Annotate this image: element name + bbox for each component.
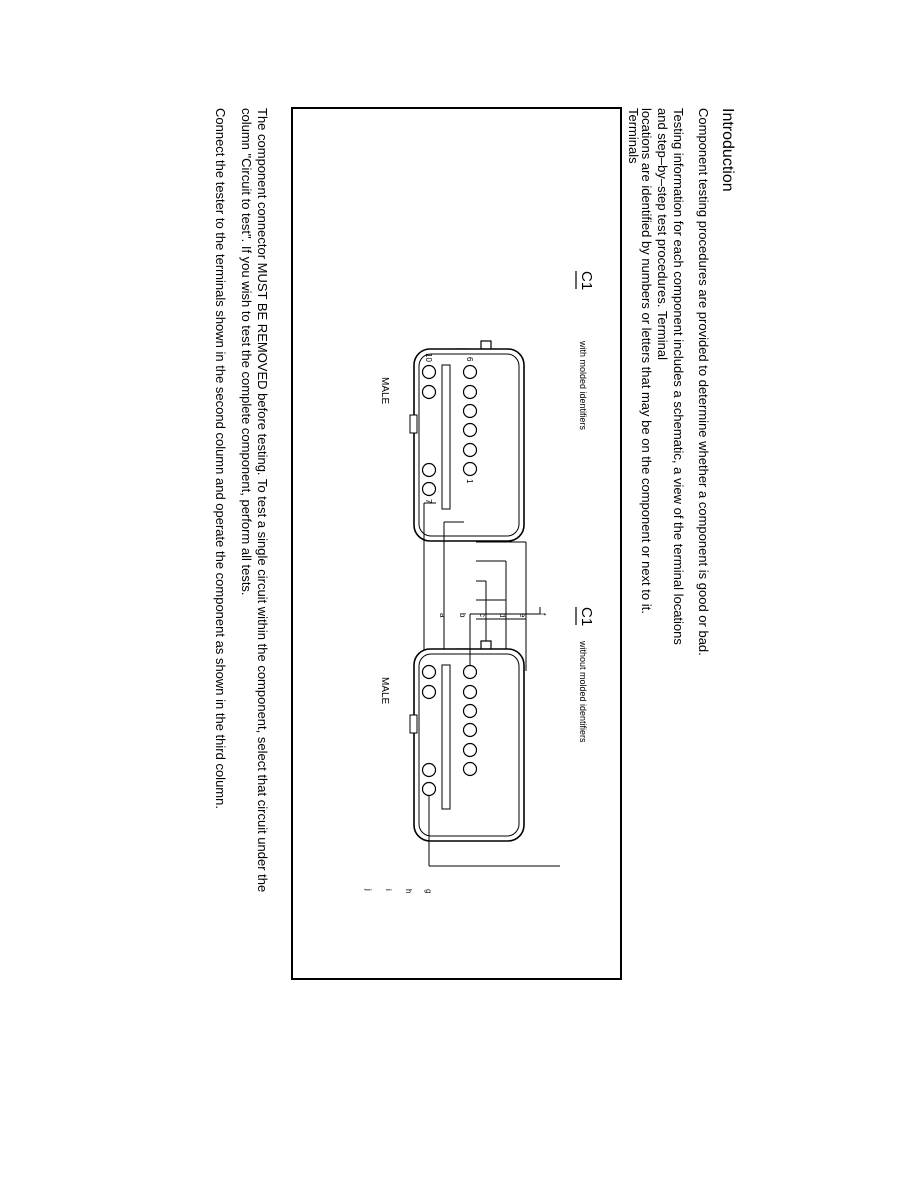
letter-j: j — [364, 888, 373, 891]
tester-note: Connect the tester to the terminals show… — [213, 108, 228, 809]
pin-1 — [462, 461, 478, 477]
caption-without-identifiers: without molded identifiers — [578, 640, 588, 743]
divider-bar — [441, 364, 451, 510]
pin-9 — [421, 384, 437, 400]
page-title: Introduction — [719, 108, 736, 192]
pin-h — [421, 762, 437, 778]
letter-h: h — [404, 889, 413, 893]
pin-10 — [421, 364, 437, 380]
pin-leaders — [428, 607, 560, 867]
removal-note-line-2: column "Circuit to test". If you wish to… — [239, 108, 254, 596]
pin-e — [462, 684, 478, 700]
testing-info-paragraph: Testing information for each component i… — [638, 108, 686, 668]
pin-row-top — [462, 664, 478, 777]
connector-inner-wall — [418, 353, 520, 537]
pin-5 — [462, 384, 478, 400]
terminals-figure-box: C1 with molded identifiers — [291, 107, 622, 980]
mark-6: 6 — [465, 357, 474, 362]
pin-7 — [421, 481, 437, 497]
pin-2 — [462, 442, 478, 458]
pin-b — [462, 742, 478, 758]
removal-note-line-1: The component connector MUST BE REMOVED … — [255, 108, 270, 893]
pin-c — [462, 722, 478, 738]
c1-label-left: C1 — [578, 271, 595, 290]
pin-g — [421, 781, 437, 797]
pin-i — [421, 684, 437, 700]
caption-with-identifiers: with molded identifiers — [578, 340, 588, 431]
pin-4 — [462, 403, 478, 419]
polarity-key — [409, 714, 418, 734]
pin-d — [462, 703, 478, 719]
pin-f — [462, 664, 478, 680]
pin-row-top — [462, 364, 478, 477]
mark-7: 7 — [424, 499, 433, 504]
terminals-heading: Terminals — [626, 108, 641, 164]
connector-with-identifiers: C1 with molded identifiers — [379, 271, 595, 542]
connector-diagrams: C1 with molded identifiers — [364, 271, 595, 893]
letter-g: g — [424, 889, 433, 893]
mark-1: 1 — [465, 479, 474, 484]
connector-inner-wall — [418, 653, 520, 837]
testing-info-line-2: locations are identified by numbers or l… — [639, 108, 654, 614]
letter-e: e — [518, 613, 527, 618]
removal-note: The component connector MUST BE REMOVED … — [238, 108, 270, 1118]
pin-6 — [462, 364, 478, 380]
gender-label-right: MALE — [379, 677, 390, 705]
pin-j — [421, 664, 437, 680]
letter-b: b — [458, 613, 467, 618]
letter-d: d — [498, 613, 507, 617]
letter-c: c — [478, 613, 487, 617]
pin-row-bottom — [421, 364, 437, 497]
pin-3 — [462, 422, 478, 438]
letter-a: a — [438, 613, 447, 618]
letter-i: i — [384, 889, 393, 891]
divider-bar — [441, 664, 451, 810]
pin-row-bottom — [421, 664, 437, 797]
c1-label-right: C1 — [578, 607, 595, 626]
testing-info-line-1: Testing information for each component i… — [655, 108, 686, 645]
pin-8 — [421, 462, 437, 478]
gender-label-left: MALE — [379, 377, 390, 405]
mark-10: 10 — [424, 353, 433, 362]
polarity-key — [409, 414, 418, 434]
connector-without-identifiers: C1 without molded identifiers — [364, 502, 595, 893]
intro-paragraph: Component testing procedures are provide… — [696, 108, 711, 656]
pin-a — [462, 761, 478, 777]
letter-f: f — [538, 613, 547, 616]
